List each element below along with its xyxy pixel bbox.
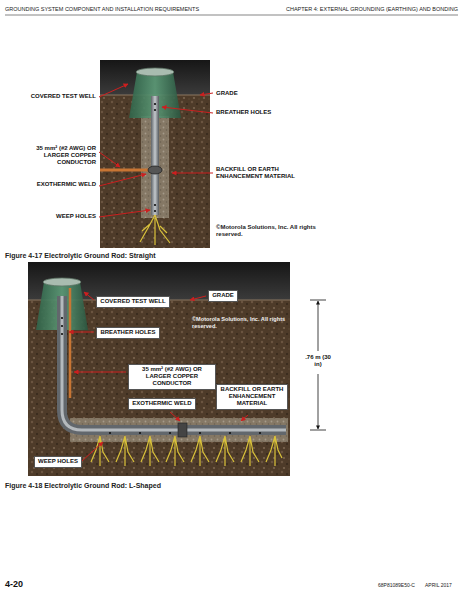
root bbox=[216, 436, 234, 466]
copper-conductor bbox=[100, 169, 151, 172]
leader-line bbox=[99, 174, 146, 186]
exothermic-weld bbox=[148, 166, 162, 174]
weep-hole bbox=[199, 432, 201, 434]
leader-line bbox=[84, 292, 94, 300]
page-number: 4-20 bbox=[5, 579, 45, 590]
leader-line bbox=[200, 93, 213, 95]
dimension-tick bbox=[310, 430, 326, 431]
part-label: BACKFILL OR EARTH ENHANCEMENT MATERIAL bbox=[216, 166, 296, 180]
roots bbox=[140, 215, 170, 245]
leader-line bbox=[190, 296, 206, 300]
callout-text: WEEP HOLES bbox=[38, 458, 78, 465]
leader-line bbox=[99, 84, 128, 97]
callout-box: 35 mm² (#2 AWG) OR LARGER COPPER CONDUCT… bbox=[128, 364, 216, 390]
header-rule bbox=[5, 15, 458, 16]
callout-box: COVERED TEST WELL bbox=[96, 296, 170, 308]
leader-line bbox=[99, 210, 150, 217]
leader-line bbox=[172, 173, 213, 174]
root bbox=[191, 436, 209, 466]
breather-hole bbox=[61, 317, 63, 319]
weep-holes bbox=[109, 432, 261, 434]
root bbox=[241, 436, 259, 466]
breather-hole bbox=[154, 109, 156, 111]
leader-lines bbox=[99, 84, 213, 217]
running-header: GROUNDING SYSTEM COMPONENT AND INSTALLAT… bbox=[5, 6, 255, 13]
exothermic-weld bbox=[178, 423, 187, 437]
root bbox=[166, 436, 184, 466]
weep-hole bbox=[139, 432, 141, 434]
leader-line bbox=[74, 372, 126, 373]
copyright-note: ©Motorola Solutions, Inc. All rights res… bbox=[192, 316, 288, 329]
roots bbox=[91, 436, 282, 466]
callout-box: GRADE bbox=[208, 290, 238, 302]
figure-caption: Figure 4-17 Electrolytic Ground Rod: Str… bbox=[5, 252, 325, 260]
leader-line bbox=[99, 152, 120, 167]
leader-line bbox=[162, 107, 213, 113]
callout-text: COVERED TEST WELL bbox=[100, 298, 166, 305]
issue-date: APRIL 2017 bbox=[425, 582, 461, 588]
dimension-label: .76 m (30 in) bbox=[303, 354, 333, 368]
weep-hole bbox=[169, 432, 171, 434]
part-label: COVERED TEST WELL bbox=[12, 93, 96, 100]
leader-line bbox=[170, 412, 180, 421]
part-label: 35 mm² (#2 AWG) OR LARGER COPPER CONDUCT… bbox=[22, 145, 96, 167]
dimension-arrow bbox=[318, 374, 319, 429]
l-shaped-rod-figure bbox=[28, 262, 326, 476]
breather-hole bbox=[154, 103, 156, 105]
callout-text: 35 mm² (#2 AWG) OR LARGER COPPER CONDUCT… bbox=[132, 366, 212, 388]
document-number: 68P81089E50-C bbox=[378, 582, 424, 588]
dimension-arrow bbox=[318, 301, 319, 351]
straight-rod-figure bbox=[99, 60, 213, 248]
callout-text: BACKFILL OR EARTH ENHANCEMENT MATERIAL bbox=[220, 386, 284, 408]
copyright-note: ©Motorola Solutions, Inc. All rights res… bbox=[216, 224, 322, 238]
part-label: EXOTHERMIC WELD bbox=[12, 181, 96, 188]
callout-box: WEEP HOLES bbox=[34, 456, 82, 468]
part-label: BREATHER HOLES bbox=[216, 109, 296, 116]
callout-box: EXOTHERMIC WELD bbox=[128, 398, 196, 410]
root bbox=[116, 436, 134, 466]
leader-line bbox=[69, 332, 94, 333]
well-cover bbox=[43, 278, 81, 286]
part-label: GRADE bbox=[216, 90, 276, 97]
weep-hole bbox=[259, 432, 261, 434]
soil bbox=[100, 95, 210, 248]
ground-rod bbox=[151, 96, 159, 215]
part-label: WEEP HOLES bbox=[12, 213, 96, 220]
running-header: CHAPTER 4: EXTERNAL GROUNDING (EARTHING)… bbox=[228, 6, 458, 13]
figure-caption: Figure 4-18 Electrolytic Ground Rod: L-S… bbox=[5, 482, 325, 490]
breather-hole bbox=[61, 325, 63, 327]
callout-text: GRADE bbox=[212, 292, 234, 299]
callout-box: BACKFILL OR EARTH ENHANCEMENT MATERIAL bbox=[216, 384, 288, 410]
breather-hole bbox=[61, 333, 63, 335]
leader-line bbox=[241, 415, 248, 421]
well-cover bbox=[136, 68, 174, 76]
callout-text: BREATHER HOLES bbox=[100, 329, 156, 336]
test-well bbox=[129, 72, 181, 118]
weep-hole bbox=[154, 210, 156, 212]
dimension-tick bbox=[310, 300, 326, 301]
weep-hole bbox=[154, 204, 156, 206]
copper-conductor bbox=[69, 288, 72, 398]
callout-text: EXOTHERMIC WELD bbox=[132, 400, 192, 407]
callout-box: BREATHER HOLES bbox=[96, 327, 160, 339]
root bbox=[141, 436, 159, 466]
weep-hole bbox=[229, 432, 231, 434]
root bbox=[266, 436, 282, 466]
weep-hole bbox=[109, 432, 111, 434]
leader-line bbox=[82, 442, 103, 461]
